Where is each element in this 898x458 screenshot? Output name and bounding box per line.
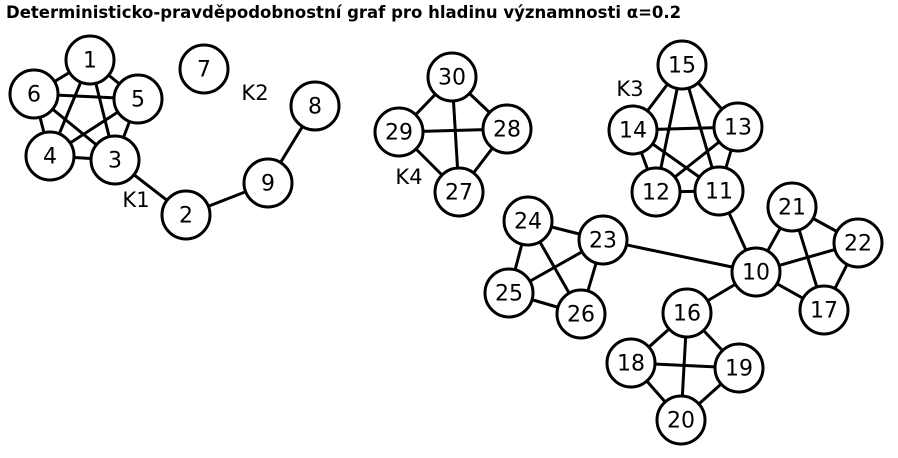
node-circle <box>433 166 485 218</box>
node-circle <box>242 157 294 209</box>
node-22: 22 <box>832 217 884 269</box>
node-27: 27 <box>433 166 485 218</box>
node-24: 24 <box>502 195 554 247</box>
node-label: 7 <box>197 58 211 83</box>
node-13: 13 <box>712 101 764 153</box>
node-17: 17 <box>798 284 850 336</box>
node-7: 7 <box>178 43 230 95</box>
node-circle <box>661 287 713 339</box>
node-4: 4 <box>24 130 76 182</box>
node-circle <box>655 394 707 446</box>
node-circle <box>630 166 682 218</box>
node-label: 22 <box>844 232 872 257</box>
node-label: 8 <box>308 95 322 120</box>
node-label: 23 <box>589 229 617 254</box>
node-14: 14 <box>607 104 659 156</box>
edge-23-10 <box>602 238 757 274</box>
node-label: 20 <box>667 409 695 434</box>
node-1: 1 <box>64 34 116 86</box>
node-circle <box>693 165 745 217</box>
node-circle <box>160 189 212 241</box>
node-circle <box>24 130 76 182</box>
node-label: 11 <box>705 180 733 205</box>
node-circle <box>605 337 657 389</box>
node-10: 10 <box>730 246 782 298</box>
node-circle <box>798 284 850 336</box>
node-label: 16 <box>673 302 701 327</box>
node-circle <box>730 246 782 298</box>
node-21: 21 <box>766 181 818 233</box>
node-circle <box>89 134 141 186</box>
node-circle <box>178 43 230 95</box>
node-label: 17 <box>810 299 838 324</box>
node-label: 12 <box>642 181 670 206</box>
node-label: 18 <box>617 352 645 377</box>
node-12: 12 <box>630 166 682 218</box>
node-circle <box>607 104 659 156</box>
node-circle <box>426 51 478 103</box>
node-29: 29 <box>373 106 425 158</box>
cluster-label-k1: K1 <box>122 188 149 212</box>
node-label: 14 <box>619 119 647 144</box>
node-circle <box>502 195 554 247</box>
node-18: 18 <box>605 337 657 389</box>
node-25: 25 <box>483 267 535 319</box>
node-label: 28 <box>493 118 521 143</box>
node-label: 26 <box>567 303 595 328</box>
node-label: 9 <box>261 172 275 197</box>
node-label: 24 <box>514 210 542 235</box>
node-label: 2 <box>179 204 193 229</box>
node-label: 4 <box>43 145 57 170</box>
node-11: 11 <box>693 165 745 217</box>
node-26: 26 <box>555 288 607 340</box>
node-20: 20 <box>655 394 707 446</box>
node-circle <box>766 181 818 233</box>
node-label: 19 <box>725 357 753 382</box>
node-circle <box>8 68 60 120</box>
node-30: 30 <box>426 51 478 103</box>
cluster-label-k2: K2 <box>241 81 268 105</box>
node-circle <box>373 106 425 158</box>
node-label: 15 <box>668 54 696 79</box>
node-circle <box>289 80 341 132</box>
node-label: 29 <box>385 121 413 146</box>
node-label: 27 <box>445 181 473 206</box>
node-circle <box>555 288 607 340</box>
node-16: 16 <box>661 287 713 339</box>
node-circle <box>832 217 884 269</box>
node-circle <box>713 342 765 394</box>
node-label: 1 <box>83 49 97 74</box>
node-3: 3 <box>89 134 141 186</box>
node-9: 9 <box>242 157 294 209</box>
node-5: 5 <box>112 73 164 125</box>
page-title: Deterministicko-pravděpodobnostní graf p… <box>6 3 682 22</box>
node-19: 19 <box>713 342 765 394</box>
node-label: 13 <box>724 116 752 141</box>
node-circle <box>483 267 535 319</box>
cluster-label-k4: K4 <box>395 165 422 189</box>
node-6: 6 <box>8 68 60 120</box>
node-label: 3 <box>108 149 122 174</box>
node-circle <box>656 39 708 91</box>
node-label: 30 <box>438 66 466 91</box>
node-circle <box>712 101 764 153</box>
cluster-label-k3: K3 <box>616 77 643 101</box>
node-label: 21 <box>778 196 806 221</box>
node-circle <box>577 214 629 266</box>
node-label: 10 <box>742 261 770 286</box>
node-15: 15 <box>656 39 708 91</box>
node-label: 25 <box>495 282 523 307</box>
node-circle <box>112 73 164 125</box>
node-circle <box>64 34 116 86</box>
node-label: 6 <box>27 83 41 108</box>
node-circle <box>481 103 533 155</box>
node-2: 2 <box>160 189 212 241</box>
node-23: 23 <box>577 214 629 266</box>
node-8: 8 <box>289 80 341 132</box>
node-28: 28 <box>481 103 533 155</box>
node-label: 5 <box>131 88 145 113</box>
